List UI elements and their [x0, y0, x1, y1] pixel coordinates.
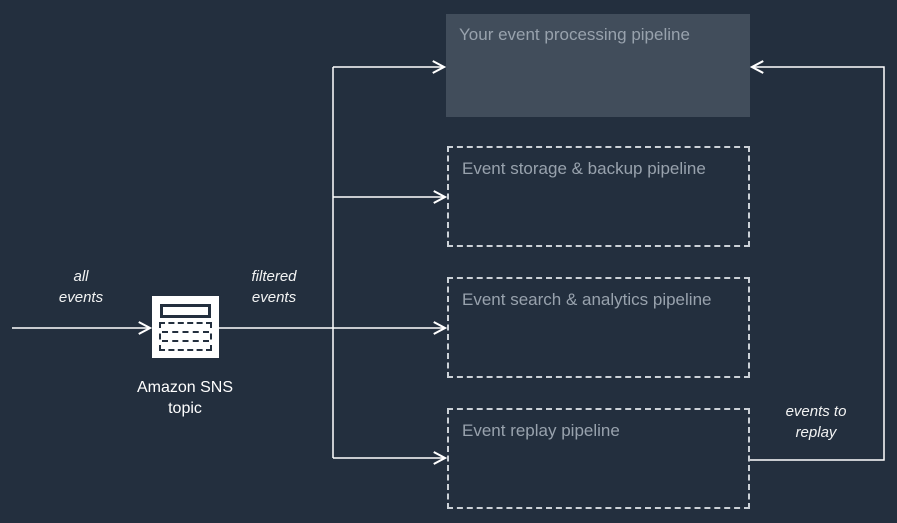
sns-topic-label-line2: topic	[168, 400, 202, 417]
edge-label-events-to-replay: events to replay	[785, 403, 847, 441]
node-replay-pipeline: Event replay pipeline	[447, 408, 750, 509]
sns-icon-header-glyph	[160, 304, 211, 318]
node-processing-pipeline: Your event processing pipeline	[446, 14, 750, 117]
node-storage-pipeline: Event storage & backup pipeline	[447, 146, 750, 247]
node-replay-label: Event replay pipeline	[462, 421, 620, 440]
sns-topic-label-line1: Amazon SNS	[136, 379, 234, 396]
edge-label-all-events: all events	[58, 268, 104, 306]
sns-topic-label: Amazon SNS topic	[115, 377, 255, 419]
sns-topic-icon	[152, 296, 219, 358]
node-search-label: Event search & analytics pipeline	[462, 290, 712, 309]
node-search-pipeline: Event search & analytics pipeline	[447, 277, 750, 378]
node-storage-label: Event storage & backup pipeline	[462, 159, 706, 178]
sns-icon-message-list-glyph	[159, 322, 212, 351]
node-processing-label: Your event processing pipeline	[459, 25, 690, 44]
edge-label-filtered-events: filtered events	[251, 268, 297, 306]
edge-events-to-replay	[749, 60, 885, 461]
